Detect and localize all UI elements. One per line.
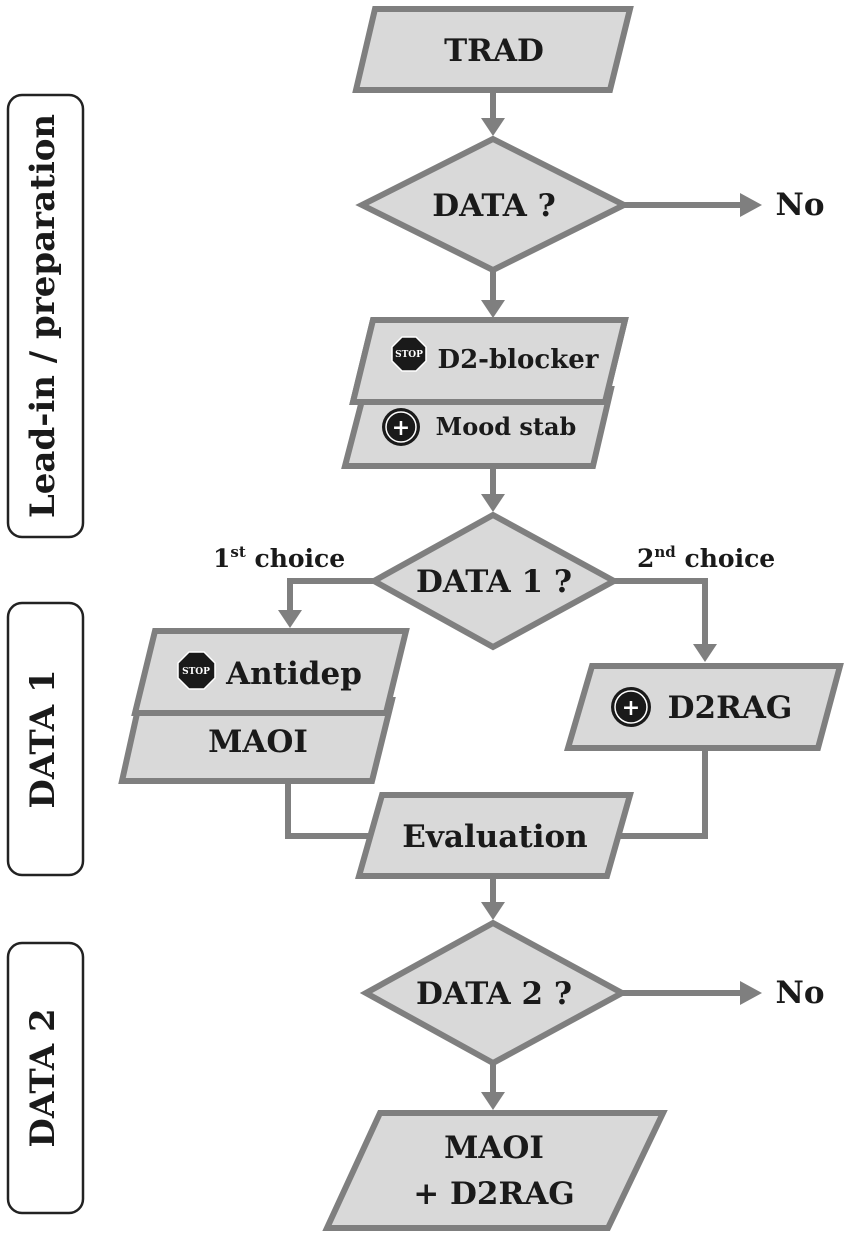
node-data2-decision-shape: [359, 919, 629, 1067]
phase-data2-box: [6, 941, 85, 1215]
connector-data1-antidep: [287, 578, 374, 614]
no-bottom-label: No: [775, 975, 824, 1011]
phase-data1-label: DATA 1: [23, 669, 63, 808]
plus-icon-d2rag-text: +: [622, 695, 640, 721]
arrow-to-d2blocker: [481, 300, 505, 318]
no-top-label: No: [775, 187, 824, 223]
node-data1-decision-label: DATA 1 ?: [416, 564, 572, 600]
stop-icon-overlay-text: STOP: [395, 350, 423, 360]
node-d2rag: + D2RAG: [563, 663, 844, 751]
connector-d2rag-eval: [605, 748, 708, 839]
arrow-to-data: [481, 118, 505, 136]
first-choice-label: 1st choice: [213, 543, 345, 573]
second-choice-label: 2nd choice: [637, 543, 775, 573]
node-d2rag-shape: [563, 663, 844, 751]
connectors: [278, 90, 762, 1110]
node-data1-decision-shape: [367, 511, 621, 651]
stop-icon-antidep: STOP: [177, 651, 216, 690]
arrow-to-d2rag: [693, 644, 717, 662]
node-final-line1: MAOI: [444, 1130, 544, 1166]
node-trad: TRAD: [352, 5, 634, 93]
plus-icon-text: +: [392, 415, 410, 441]
connector-maoi-eval: [285, 781, 380, 839]
node-data2-decision: DATA 2 ?: [359, 919, 629, 1067]
arrow-to-data2: [481, 902, 505, 920]
node-data-decision: DATA ?: [355, 135, 631, 274]
arrow-to-no-bottom: [740, 981, 762, 1005]
node-d2-blocker-overlay: [349, 317, 629, 405]
node-d2rag-label: D2RAG: [668, 690, 793, 726]
arrow-to-data1: [481, 494, 505, 512]
node-trad-shape: [352, 5, 634, 93]
node-final: MAOI + D2RAG: [322, 1110, 668, 1231]
node-final-shape: [322, 1110, 668, 1231]
plus-icon-d2rag: +: [611, 687, 651, 727]
node-data2-decision-label: DATA 2 ?: [416, 976, 572, 1012]
phase-lead-in-box: [6, 93, 85, 539]
phase-data1: DATA 1: [6, 601, 85, 877]
second-choice-sup: nd: [654, 543, 676, 561]
first-choice-sup: st: [230, 543, 245, 561]
node-trad-label: TRAD: [444, 33, 544, 69]
stop-icon-overlay-shape: [391, 336, 427, 372]
node-maoi: MAOI: [118, 697, 396, 784]
node-d2-blocker-overlay-label: D2-blocker: [438, 345, 599, 375]
plus-icon: +: [382, 408, 420, 446]
stop-icon-antidep-text: STOP: [182, 667, 210, 677]
node-data-decision-shape: [355, 135, 631, 274]
phase-data2-label: DATA 2: [23, 1008, 63, 1147]
second-choice-word: choice: [676, 544, 775, 573]
node-evaluation-shape: [355, 792, 634, 879]
arrow-to-final: [481, 1092, 505, 1110]
plus-icon-d2rag-ring: [614, 690, 648, 724]
plus-icon-ring: [385, 411, 417, 443]
node-antidep-label: Antidep: [225, 656, 362, 692]
plus-icon-d2rag-circle: [611, 687, 651, 727]
stop-icon-antidep-shape: [177, 651, 216, 690]
connector-data1-d2rag: [614, 578, 708, 648]
phase-data2: DATA 2: [6, 941, 85, 1215]
node-final-line2: + D2RAG: [413, 1176, 575, 1212]
arrow-to-no-top: [740, 193, 762, 217]
phase-data1-box: [6, 601, 85, 877]
stop-icon-overlay: STOP: [391, 336, 427, 372]
node-data1-decision: DATA 1 ?: [367, 511, 621, 651]
first-choice-word: choice: [246, 544, 345, 573]
node-data-decision-label: DATA ?: [432, 188, 556, 224]
second-choice-num: 2: [637, 544, 654, 573]
plus-icon-circle: [382, 408, 420, 446]
node-antidep: STOP Antidep: [131, 628, 410, 716]
node-maoi-label: MAOI: [208, 724, 308, 760]
node-mood-stab: STOP D2-blocker + Mood stab: [341, 317, 629, 469]
node-evaluation-label: Evaluation: [402, 819, 587, 855]
node-mood-stab-label: Mood stab: [436, 412, 577, 441]
node-evaluation: Evaluation: [355, 792, 634, 879]
first-choice-num: 1: [213, 544, 230, 573]
phase-lead-in-label: Lead-in / preparation: [23, 114, 63, 518]
arrow-to-antidep: [278, 610, 302, 628]
phase-lead-in: Lead-in / preparation: [6, 93, 85, 539]
